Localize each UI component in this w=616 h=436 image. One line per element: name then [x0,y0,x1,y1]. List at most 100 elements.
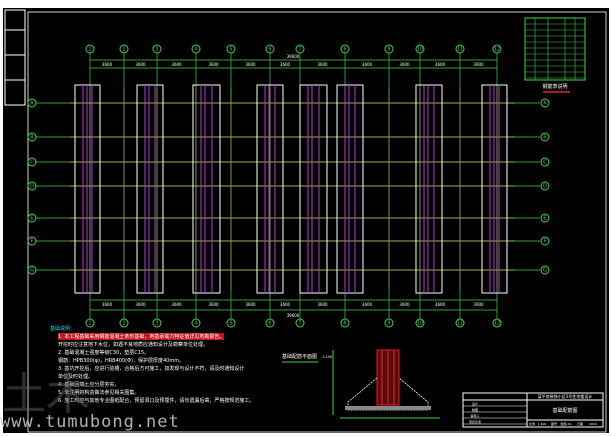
dimension-text: 3600 [317,302,328,307]
dimension-text: 3600 [473,62,484,67]
dimension-text: 3600 [280,302,291,307]
title-field: 图号 [551,421,557,426]
axis-bubble [455,318,465,328]
axis-bubble [540,132,550,142]
note-item: 2. 基础混凝土强度等级C30，垫层C15。 [58,350,150,356]
legend-title: 钢筋表说明 [542,83,567,90]
dimension-text: 3600 [473,302,484,307]
notes-title: 基础说明： [50,326,76,332]
axis-label: B [30,135,34,141]
dimension-text: 3600 [208,62,219,67]
drawing-name: 基础配筋图 [552,407,577,414]
dimension-text: 3600 [171,62,182,67]
dimension-text: 3600 [135,62,146,67]
axis-label: 8 [343,47,346,53]
dimension-total: 39600 [287,54,300,59]
axis-bubble [540,157,550,167]
title-field: 比例 [529,421,535,426]
axis-label: 1 [88,321,91,327]
title-row-label: 设计 [472,401,478,406]
axis-label: C [30,160,34,166]
section-title: 基础配筋平面图 [282,353,317,360]
axis-bubble [119,44,129,54]
dimension-total: 39600 [287,313,300,318]
dimension-text: 3600 [435,302,446,307]
title-row-label: 制图 [472,407,478,412]
watermark-logo: 土木 [2,369,90,420]
footing-cushion [345,406,431,410]
axis-label: D [30,184,34,190]
dimension-text: 3600 [102,62,113,67]
axis-label: G [543,268,547,274]
axis-bubble [27,132,37,142]
axis-label: A [543,101,547,107]
axis-label: 5 [229,321,232,327]
axis-label: F [31,239,34,245]
note-item: 3. 基坑开挖后，应进行验槽，合格后方可施工，如发现与设计不符，请及时通知设计 [58,366,245,372]
axis-label: 1 [88,47,91,53]
axis-label: 6 [268,47,271,53]
axis-label: 5 [229,47,232,53]
dimension-text: 3600 [362,302,373,307]
axis-bubble [540,236,550,246]
axis-bubble [152,318,162,328]
axis-label: E [543,216,546,222]
title-field: 2019 [589,422,597,426]
axis-label: D [543,184,547,190]
axis-bubble [27,98,37,108]
dimension-text: 3600 [102,302,113,307]
axis-bubble [540,213,550,223]
axis-bubble [340,44,350,54]
footing-strip [415,84,443,294]
axis-bubble [119,318,129,328]
axis-label: 4 [194,321,197,327]
footing-strip [336,84,364,294]
axis-bubble [384,44,394,54]
axis-label: G [30,268,34,274]
axis-label: 3 [155,321,158,327]
dimension-text: 3600 [135,302,146,307]
dimension-text: 3600 [399,62,410,67]
axis-bubble [492,44,502,54]
axis-bubble [384,318,394,328]
axis-label: C [543,160,547,166]
dimension-text: 3600 [317,62,328,67]
note-item: 单位及时处理。 [58,374,94,380]
axis-label: 8 [343,321,346,327]
axis-label: 7 [298,47,301,53]
axis-bubble [540,181,550,191]
axis-bubble [265,44,275,54]
footing-strip [299,84,328,294]
axis-bubble [85,44,95,54]
axis-label: 7 [298,321,301,327]
axis-label: A [30,101,34,107]
axis-label: 2 [122,47,125,53]
dimension-text: 3600 [208,302,219,307]
axis-label: 12 [494,321,500,327]
axis-bubble [152,44,162,54]
dimension-text: 3600 [245,302,256,307]
axis-bubble [295,44,305,54]
note-item: 4. 基础回填土应分层夯实。 [58,382,120,388]
axis-bubble [226,318,236,328]
note-item: 钢筋：HPB300(φ)，HRB400(Φ)，保护层厚度40mm。 [58,358,185,364]
watermark-text: www.tumubong.net [0,412,180,432]
footing-strip [136,84,164,294]
axis-bubble [265,318,275,328]
axis-bubble [295,318,305,328]
axis-bubble [415,318,425,328]
axis-label: E [30,216,33,222]
title-row-label: 项目负责 [469,419,481,424]
dimension-text: 3600 [362,62,373,67]
axis-label: 6 [268,321,271,327]
note-item: 6. 施工时应与其他专业图纸配合，预留洞口及预埋件，请勿遗漏后凿，严格按规范施工… [58,398,255,404]
axis-label: 9 [387,47,390,53]
section-scale: 1:100 [322,355,332,359]
axis-bubble [492,318,502,328]
dimension-text: 3600 [171,302,182,307]
axis-bubble [27,181,37,191]
axis-label: 10 [417,47,423,53]
note-item: 1. 本工程基础采用钢筋混凝土条形基础，地基承载力特征值详见地勘报告。 [58,333,225,340]
